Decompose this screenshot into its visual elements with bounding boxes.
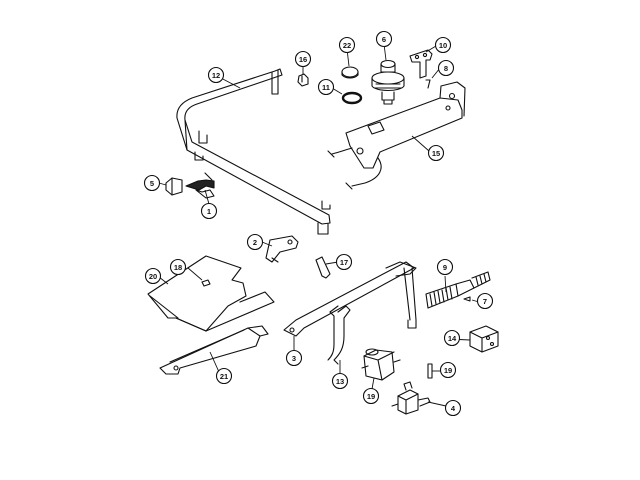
pressure-regulator — [371, 59, 405, 105]
svg-text:1: 1 — [207, 207, 211, 216]
svg-text:16: 16 — [299, 55, 307, 64]
callouts: 12 16 22 6 10 8 11 15 5 1 2 17 18 20 9 7… — [143, 30, 494, 417]
svg-text:20: 20 — [149, 272, 157, 281]
cap — [341, 66, 359, 79]
svg-text:22: 22 — [343, 41, 351, 50]
gas-valve — [391, 381, 431, 415]
callout-6: 6 — [375, 30, 393, 48]
regulator — [361, 348, 401, 381]
svg-text:15: 15 — [432, 149, 440, 158]
callout-1: 1 — [200, 202, 218, 220]
screw — [425, 79, 431, 89]
svg-text:11: 11 — [322, 83, 330, 92]
callout-17: 16 — [294, 50, 312, 68]
callout-8: 8 — [437, 59, 455, 77]
callout-18: 18 — [169, 258, 187, 276]
callout-12: 12 — [207, 66, 225, 84]
svg-text:18: 18 — [174, 263, 182, 272]
callout-7: 7 — [476, 292, 494, 310]
callout-9: 9 — [436, 258, 454, 276]
callout-4: 4 — [444, 399, 462, 417]
clip — [427, 363, 433, 379]
svg-text:19: 19 — [444, 366, 452, 375]
burner-tube-bracket — [283, 261, 417, 337]
callout-21: 20 — [144, 267, 162, 285]
bracket — [409, 49, 433, 79]
callout-10: 10 — [434, 36, 452, 54]
callout-20: 21 — [215, 367, 233, 385]
support-bracket — [159, 325, 269, 375]
callout-3: 3 — [285, 349, 303, 367]
orifice-holder — [265, 235, 299, 263]
svg-text:7: 7 — [483, 297, 487, 306]
callout-2: 2 — [246, 233, 264, 251]
svg-text:9: 9 — [443, 263, 447, 272]
svg-text:2: 2 — [253, 238, 257, 247]
callout-16: 15 — [427, 144, 445, 162]
svg-text:6: 6 — [382, 35, 386, 44]
clip — [297, 73, 309, 87]
svg-text:12: 12 — [212, 71, 220, 80]
svg-text:13: 13 — [336, 377, 344, 386]
svg-text:21: 21 — [220, 372, 228, 381]
callout-19: 17 — [335, 253, 353, 271]
svg-text:10: 10 — [439, 41, 447, 50]
callout-15: 14 — [443, 329, 461, 347]
valve-clip — [165, 177, 183, 196]
callout-22: 22 — [338, 36, 356, 54]
callout-14: 19 — [362, 387, 380, 405]
svg-text:5: 5 — [150, 179, 154, 188]
manifold-bracket — [327, 81, 466, 190]
svg-text:14: 14 — [448, 334, 457, 343]
o-ring — [341, 91, 363, 105]
callout-19b: 19 — [439, 361, 457, 379]
callout-13: 13 — [331, 372, 349, 390]
callout-5: 5 — [143, 174, 161, 192]
screw — [201, 279, 211, 287]
svg-text:19: 19 — [367, 392, 375, 401]
svg-text:17: 17 — [340, 258, 348, 267]
svg-text:4: 4 — [451, 404, 456, 413]
screw — [463, 296, 471, 302]
tube-clip — [315, 256, 331, 279]
leader-lines — [158, 43, 480, 407]
manifold-pipe — [176, 68, 331, 235]
callout-11: 11 — [317, 78, 335, 96]
valve-handle — [185, 172, 215, 199]
svg-text:3: 3 — [292, 354, 296, 363]
gas-tube — [327, 305, 351, 365]
module — [469, 325, 499, 353]
svg-text:8: 8 — [444, 64, 448, 73]
heat-shield — [147, 255, 275, 332]
